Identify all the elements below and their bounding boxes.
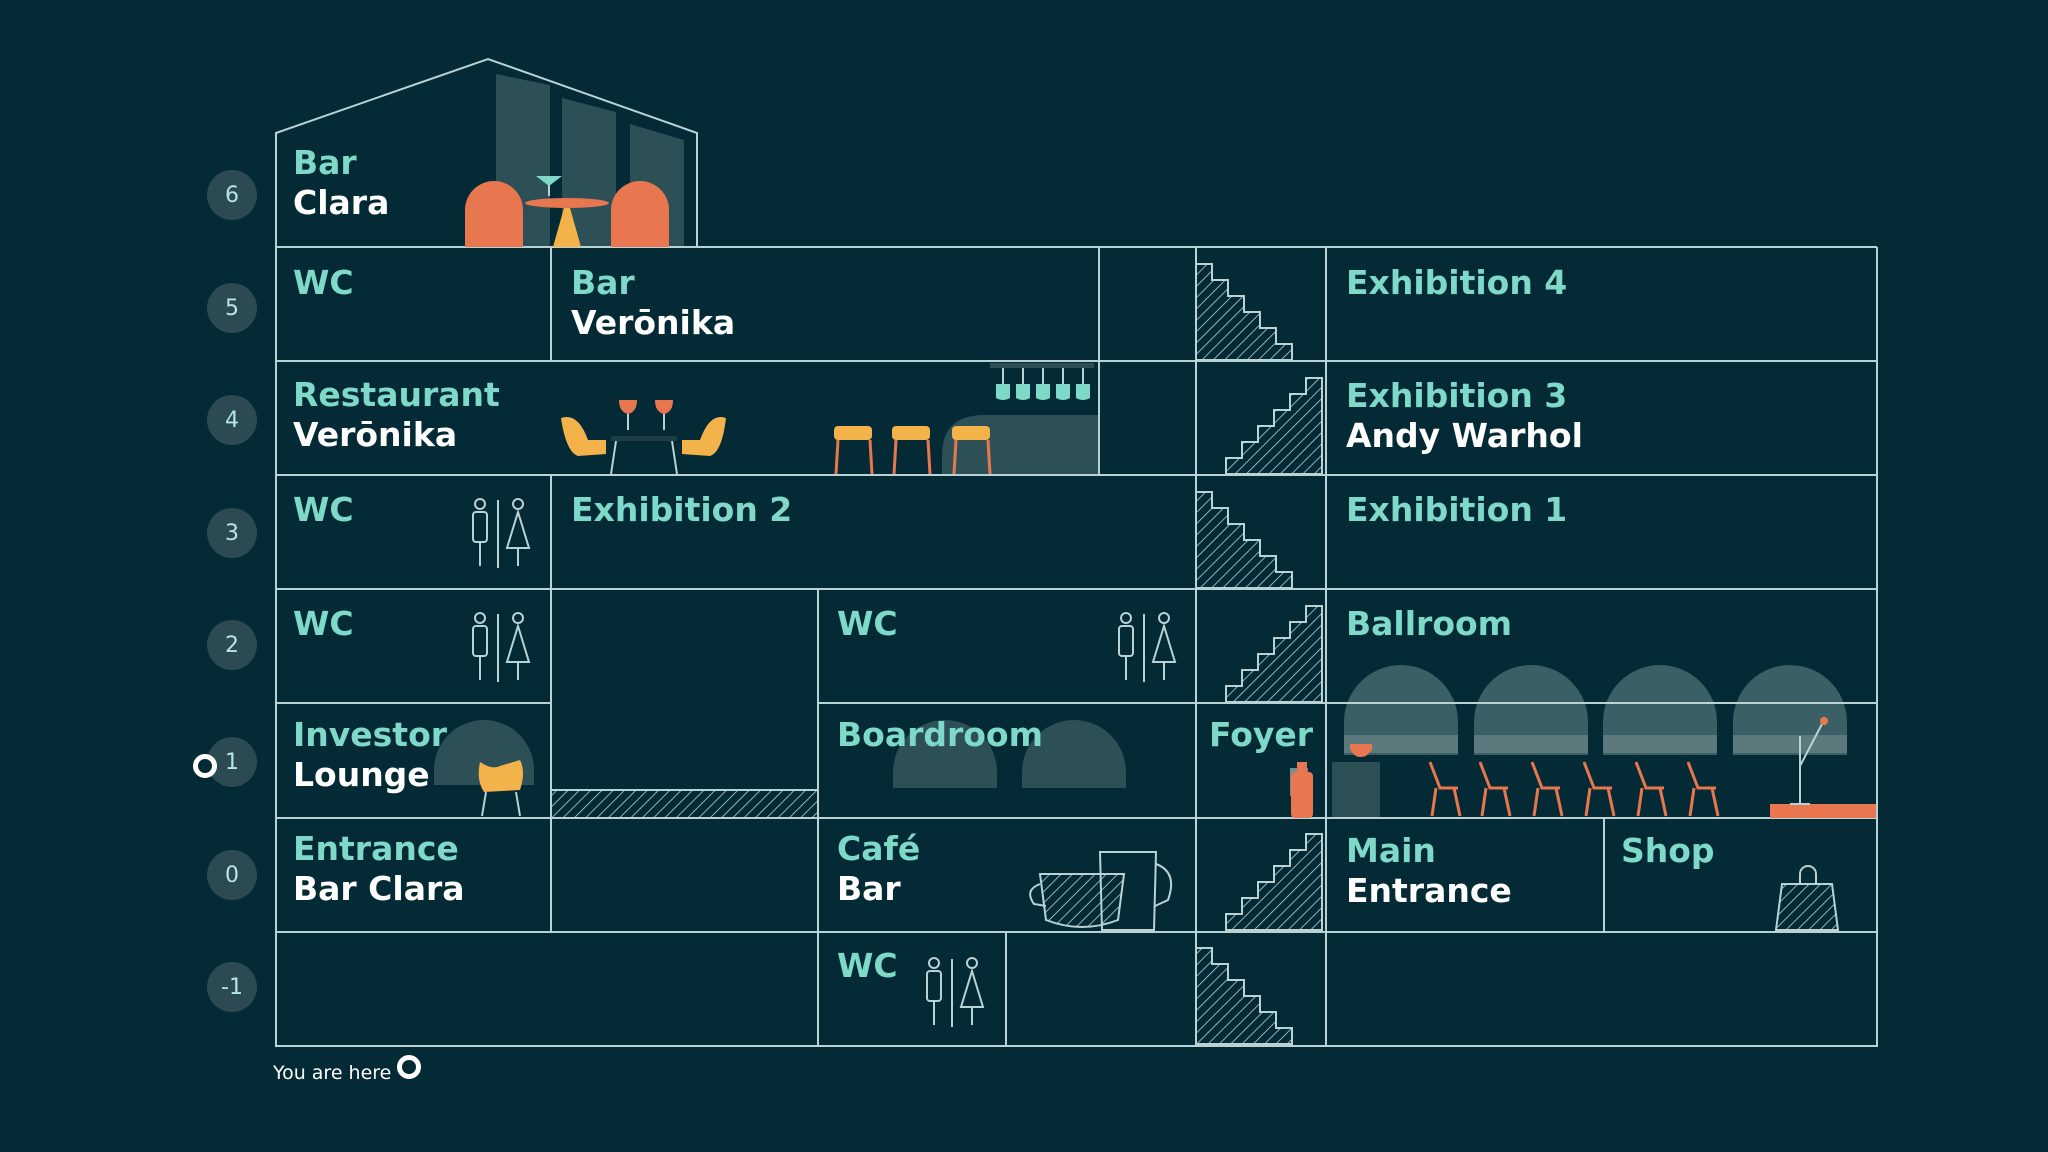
building-outline [275, 57, 1878, 1047]
room-title: Restaurant [293, 375, 500, 414]
floor-badge-2[interactable]: 2 [207, 620, 257, 670]
floor-badge-3[interactable]: 3 [207, 508, 257, 558]
legend-label: You are here [273, 1062, 392, 1084]
room-title: WC [837, 946, 898, 985]
room-exhibition-2[interactable]: Exhibition 2 [571, 490, 792, 530]
hanging-glasses [990, 363, 1094, 400]
staircase [1195, 263, 1323, 1045]
room-bar-veronika[interactable]: Bar Verōnika [571, 263, 735, 343]
room-name: Bar [837, 869, 901, 908]
bar-stools [834, 439, 992, 475]
room-foyer[interactable]: Foyer [1209, 715, 1313, 755]
ramp-hatch [552, 790, 817, 818]
room-title: Foyer [1209, 715, 1314, 754]
floor-badge-6[interactable]: 6 [207, 170, 257, 220]
room-title: Exhibition 1 [1346, 490, 1568, 529]
arch-windows [434, 665, 1847, 788]
dining-table-and-chairs [561, 400, 726, 475]
room-title: Bar [293, 143, 357, 182]
room-exhibition-3[interactable]: Exhibition 3 Andy Warhol [1346, 376, 1583, 456]
ballroom-chairs [1428, 761, 1720, 817]
room-title: Ballroom [1346, 604, 1513, 643]
room-name: Clara [293, 183, 390, 222]
room-title: Exhibition 2 [571, 490, 793, 529]
bar-counter [942, 415, 1098, 474]
coffee-cup-icon [1029, 851, 1172, 931]
room-name: Entrance [1346, 871, 1512, 910]
wc-icon [472, 498, 1177, 1027]
floor-badge-4[interactable]: 4 [207, 395, 257, 445]
room-name: Lounge [293, 755, 430, 794]
room-wc-minus-1[interactable]: WC [837, 946, 898, 986]
floor-badge-5[interactable]: 5 [207, 283, 257, 333]
room-name: Verōnika [293, 415, 458, 454]
room-wc-2-left[interactable]: WC [293, 604, 354, 644]
you-are-here-marker [193, 754, 217, 778]
room-boardroom[interactable]: Boardroom [837, 715, 1043, 755]
room-wc-2-mid[interactable]: WC [837, 604, 898, 644]
room-restaurant-veronika[interactable]: Restaurant Verōnika [293, 375, 500, 455]
room-title: Main [1346, 831, 1436, 870]
room-title: Entrance [293, 829, 459, 868]
room-title: Exhibition 4 [1346, 263, 1568, 302]
room-title: Exhibition 3 [1346, 376, 1568, 415]
stage [1770, 804, 1876, 818]
foyer-props [1290, 744, 1372, 818]
room-title: Shop [1621, 831, 1715, 870]
room-main-entrance[interactable]: Main Entrance [1346, 831, 1512, 911]
room-wc-5[interactable]: WC [293, 263, 354, 303]
room-title: WC [293, 263, 354, 302]
room-name: Verōnika [571, 303, 736, 342]
armchair-leg [515, 791, 521, 817]
microphone-head [1820, 717, 1828, 725]
you-are-here-legend: You are here [273, 1055, 422, 1085]
room-title: Café [837, 829, 921, 868]
bar-stool-seats [834, 426, 990, 440]
lounge-table-and-armchairs [465, 176, 669, 247]
room-exhibition-1[interactable]: Exhibition 1 [1346, 490, 1567, 530]
room-title: Boardroom [837, 715, 1043, 754]
room-shop[interactable]: Shop [1621, 831, 1715, 871]
reception-desk [1332, 762, 1380, 818]
room-name: Andy Warhol [1346, 416, 1583, 455]
room-title: WC [837, 604, 898, 643]
room-title: Investor [293, 715, 448, 754]
armchair-icon [478, 760, 523, 792]
room-title: WC [293, 604, 354, 643]
legend-marker-icon [397, 1055, 422, 1079]
shopping-bag-icon [1774, 865, 1840, 931]
room-name: Bar Clara [293, 869, 465, 908]
room-ballroom[interactable]: Ballroom [1346, 604, 1512, 644]
room-title: Bar [571, 263, 635, 302]
room-title: WC [293, 490, 354, 529]
room-entrance-bar-clara[interactable]: Entrance Bar Clara [293, 829, 465, 909]
room-bar-clara[interactable]: Bar Clara [293, 143, 389, 223]
floor-badge-minus-1[interactable]: -1 [207, 962, 257, 1012]
room-exhibition-4[interactable]: Exhibition 4 [1346, 263, 1567, 303]
armchair-leg [481, 791, 487, 817]
room-wc-3[interactable]: WC [293, 490, 354, 530]
floor-badge-0[interactable]: 0 [207, 850, 257, 900]
room-investor-lounge[interactable]: Investor Lounge [293, 715, 447, 795]
microphone-icon [1790, 723, 1823, 805]
room-cafe-bar[interactable]: Café Bar [837, 829, 920, 909]
